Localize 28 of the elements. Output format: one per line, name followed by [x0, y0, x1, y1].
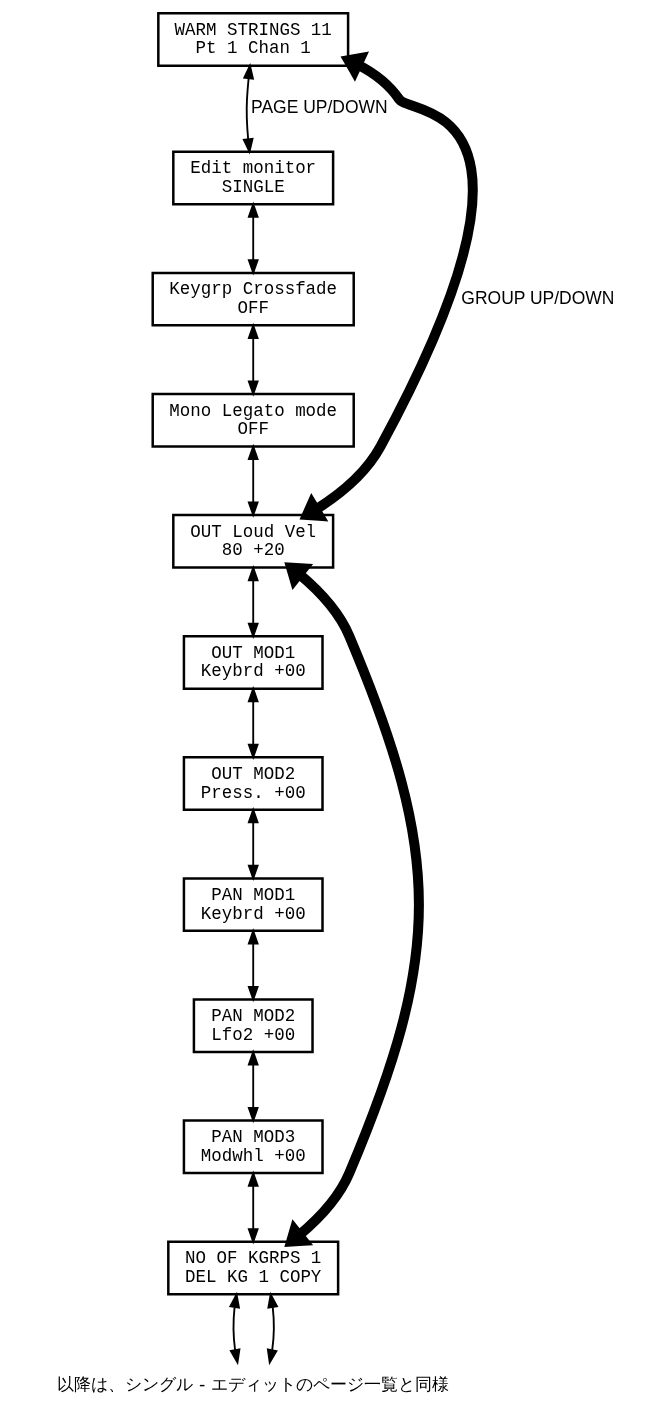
- node-box: PAN MOD2 Lfo2 +00: [192, 998, 314, 1054]
- node-box: PAN MOD1 Keybrd +00: [182, 877, 324, 933]
- arrow: [247, 1170, 259, 1245]
- arrow: [247, 443, 259, 518]
- arrow: [247, 564, 259, 639]
- node-box: OUT MOD2 Press. +00: [182, 756, 324, 811]
- arrow: [247, 322, 259, 397]
- arrow: [266, 1291, 279, 1366]
- node-box: NO OF KGRPS 1 DEL KG 1 COPY: [167, 1240, 340, 1296]
- node-box: Keygrp Crossfade OFF: [151, 271, 355, 327]
- arrow: [242, 63, 255, 155]
- node-box: Edit monitor SINGLE: [172, 150, 335, 206]
- edge-label: GROUP UP/DOWN: [461, 287, 615, 308]
- arrow: [284, 562, 424, 1248]
- arrow: [247, 807, 259, 882]
- node-box: WARM STRINGS 11 Pt 1 Chan 1: [157, 12, 350, 67]
- node-box: OUT Loud Vel 80 +20: [172, 513, 335, 569]
- node-text: 以降は、シングル - エディットのページ一覧と同様: [57, 1373, 449, 1394]
- node-box: OUT MOD1 Keybrd +00: [182, 634, 324, 690]
- arrow: [299, 51, 478, 522]
- arrow: [247, 928, 259, 1003]
- arrow: [247, 201, 259, 276]
- arrow: [228, 1291, 241, 1366]
- edge-label: PAGE UP/DOWN: [251, 97, 388, 118]
- arrow: [247, 686, 259, 760]
- node-box: Mono Legato mode OFF: [151, 392, 355, 448]
- node-box: PAN MOD3 Modwhl +00: [182, 1119, 324, 1175]
- arrow: [247, 1049, 259, 1124]
